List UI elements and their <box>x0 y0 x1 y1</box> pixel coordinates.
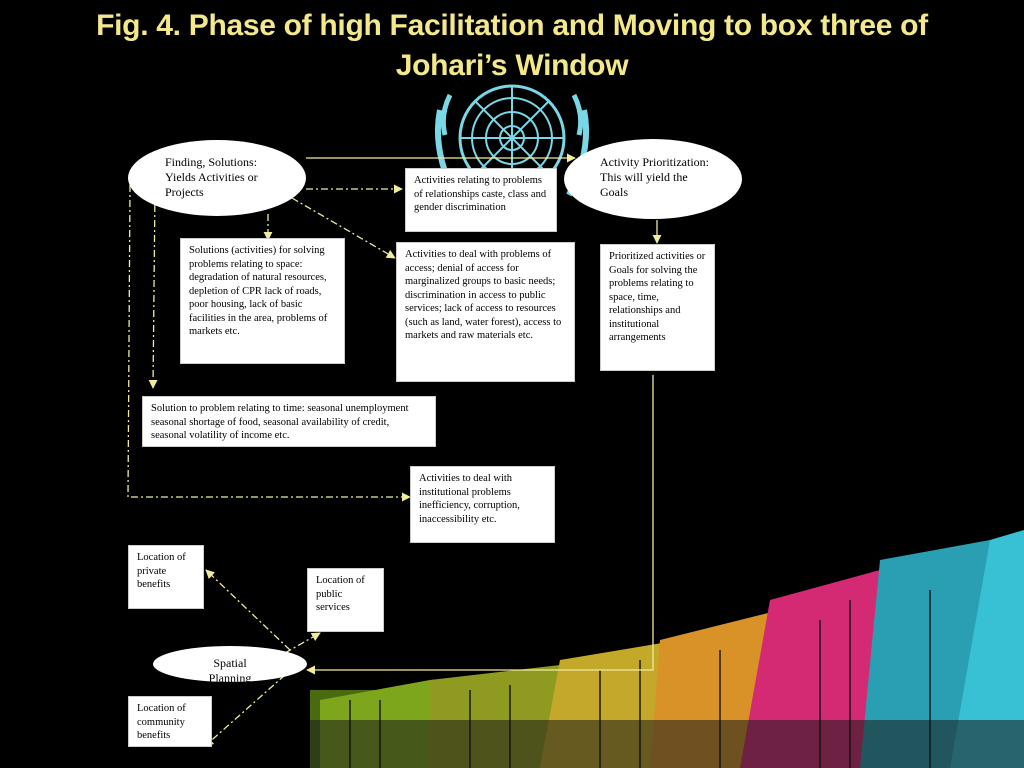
node-relationships: Activities relating to problems of relat… <box>405 168 557 232</box>
connector-finding-time <box>148 189 158 389</box>
connector-finding-access <box>291 197 396 259</box>
connector-spatial-community <box>204 674 286 747</box>
node-access: Activities to deal with problems of acce… <box>396 242 575 382</box>
building-photo <box>310 530 1024 768</box>
node-public: Location of public services <box>307 568 384 632</box>
connector-spatial-private <box>205 569 291 651</box>
node-community: Location of community benefits <box>128 696 212 747</box>
title-line-1: Fig. 4. Phase of high Facilitation and M… <box>96 9 928 42</box>
page-title: Fig. 4. Phase of high Facilitation and M… <box>0 6 1024 86</box>
node-spatial: Spatial Planning <box>153 646 307 682</box>
connector-finding-institutional <box>127 184 411 502</box>
node-finding: Finding, Solutions: Yields Activities or… <box>128 140 306 216</box>
node-goals: Prioritized activities or Goals for solv… <box>600 244 715 371</box>
title-line-2: Johari’s Window <box>395 49 629 82</box>
node-time: Solution to problem relating to time: se… <box>142 396 436 447</box>
connector-spatial-public <box>284 632 321 654</box>
node-prioritization: Activity Prioritization: This will yield… <box>564 139 742 219</box>
node-space: Solutions (activities) for solving probl… <box>180 238 345 364</box>
node-private: Location of private benefits <box>128 545 204 609</box>
connector-goals-spatial <box>306 375 654 675</box>
node-institutional: Activities to deal with institutional pr… <box>410 466 555 543</box>
